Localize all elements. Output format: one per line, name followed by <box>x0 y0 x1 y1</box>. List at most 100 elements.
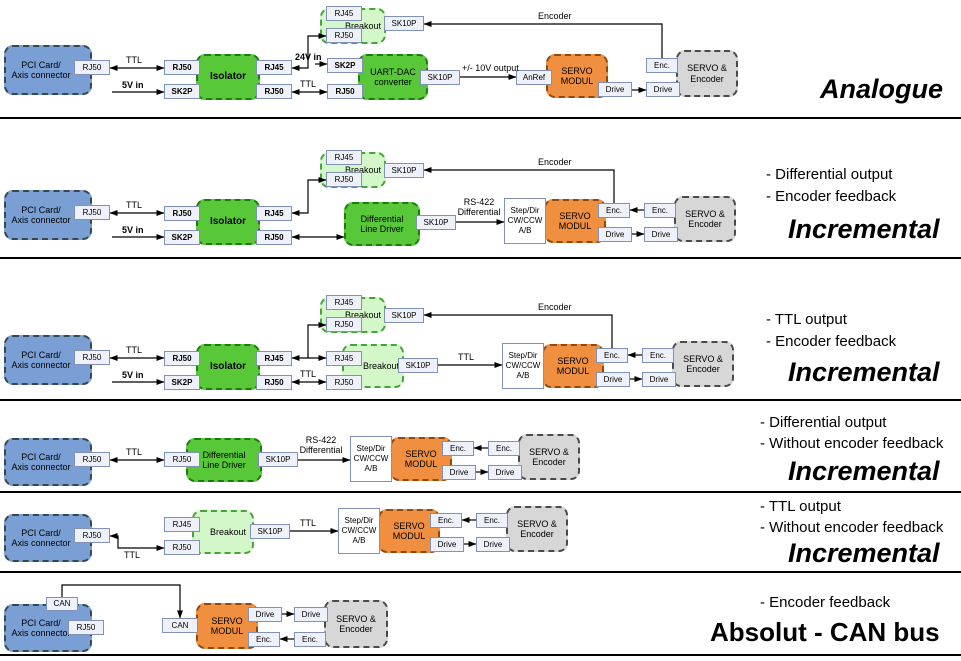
r2-ld-sk10p: SK10P <box>416 215 456 230</box>
r3-iso-rj50-right: RJ50 <box>256 375 292 390</box>
r1-uart-rj50: RJ50 <box>327 84 363 99</box>
r1-servo-encoder: SERVO & Encoder <box>676 50 738 97</box>
r3-rj50-ttl-label: TTL <box>300 369 317 379</box>
r5-se-drive: Drive <box>476 537 510 552</box>
r3-bo1-sk10p: SK10P <box>384 308 424 323</box>
r4-pci-rj50: RJ50 <box>74 452 110 467</box>
r2-breakout-rj50: RJ50 <box>326 172 362 187</box>
r2-iso-sk2p-left: SK2P <box>164 230 200 245</box>
r1-breakout-sk10p: SK10P <box>384 16 424 31</box>
r5-feature-2: - Without encoder feedback <box>760 519 944 536</box>
r2-servo-drive: Drive <box>598 227 632 242</box>
r6-pci-rj50: RJ50 <box>68 620 104 635</box>
r5-breakout: Breakout <box>192 510 254 554</box>
r1-se-enc: Enc. <box>646 58 678 73</box>
r1-ttl-label: TTL <box>126 55 143 65</box>
r3-bo1-rj50: RJ50 <box>326 317 362 332</box>
r4-servo-enc: Enc. <box>442 441 474 456</box>
r4-servo-modul: SERVO MODUL <box>390 437 452 481</box>
r3-se-enc: Enc. <box>642 348 674 363</box>
r2-pci-rj50: RJ50 <box>74 205 110 220</box>
r6-servo-enc: Enc. <box>248 632 280 647</box>
r5-ttl-arrow-label: TTL <box>300 518 317 528</box>
r5-servo-encoder: SERVO & Encoder <box>506 506 568 552</box>
r4-se-drive: Drive <box>488 465 522 480</box>
r5-feature-1: - TTL output <box>760 498 841 515</box>
r2-isolator: Isolator <box>196 199 260 245</box>
r1-encoder-feedback <box>423 21 663 58</box>
r1-pci-rj50: RJ50 <box>74 60 110 75</box>
r2-breakout-rj45: RJ45 <box>326 150 362 165</box>
section-title-incremental-3: Incremental <box>788 456 940 486</box>
r4-feature-2: - Without encoder feedback <box>760 435 944 452</box>
r3-servo-drive: Drive <box>596 372 630 387</box>
r1-breakout-rj50: RJ50 <box>326 28 362 43</box>
section-divider-6 <box>0 654 961 656</box>
r3-iso-rj45-right: RJ45 <box>256 351 292 366</box>
r3-bo2-rj45: RJ45 <box>326 351 362 366</box>
r1-iso-rj50-left: RJ50 <box>164 60 200 75</box>
r2-feature-2: - Encoder feedback <box>766 188 897 205</box>
r1-5v-in-label: 5V in <box>122 80 144 90</box>
r3-bo2-sk10p: SK10P <box>398 358 438 373</box>
r5-stepdir: Step/Dir CW/CCW A/B <box>338 508 380 554</box>
r3-feature-2: - Encoder feedback <box>766 333 897 350</box>
section-title-absolut-can-bus: Absolut - CAN bus <box>710 617 940 647</box>
r4-se-enc: Enc. <box>488 441 520 456</box>
r3-se-drive: Drive <box>642 372 676 387</box>
r3-feature-1: - TTL output <box>766 311 847 328</box>
r4-ld-sk10p: SK10P <box>258 452 298 467</box>
r1-isolator: Isolator <box>196 54 260 100</box>
r4-line-driver: Differential Line Driver <box>186 438 262 482</box>
r3-pci-card: PCI Card/ Axis connector <box>4 335 92 385</box>
r5-ttl-link <box>109 533 165 551</box>
r1-servo-drive: Drive <box>598 82 632 97</box>
r1-uart-sk10p: SK10P <box>420 70 460 85</box>
r3-servo-modul: SERVO MODUL <box>542 344 604 388</box>
r1-uart-dac-converter: UART-DAC converter <box>358 54 428 100</box>
r3-ttl-arrow-label: TTL <box>458 352 475 362</box>
r6-se-enc: Enc. <box>294 632 326 647</box>
r1-24v-in-label: 24V in <box>295 52 322 62</box>
r2-5v-in-label: 5V in <box>122 225 144 235</box>
r2-iso-rj50-right: RJ50 <box>256 230 292 245</box>
r3-isolator: Isolator <box>196 344 260 390</box>
r1-uart-ttl-label: TTL <box>300 79 317 89</box>
r6-can: CAN <box>162 618 198 633</box>
r3-servo-enc: Enc. <box>596 348 628 363</box>
r3-iso-rj50-left: RJ50 <box>164 351 200 366</box>
r3-ttl-label: TTL <box>126 345 143 355</box>
r3-5v-in-label: 5V in <box>122 370 144 380</box>
r1-uart-sk2p: SK2P <box>327 58 363 73</box>
r1-iso-rj50-right: RJ50 <box>256 84 292 99</box>
r4-feature-1: - Differential output <box>760 414 887 431</box>
section-title-incremental-4: Incremental <box>788 538 940 568</box>
r2-se-enc: Enc. <box>644 203 676 218</box>
section-title-incremental-1: Incremental <box>788 214 940 244</box>
r6-pci-can: CAN <box>46 597 78 611</box>
r4-ttl-label: TTL <box>126 447 143 457</box>
r1-se-drive: Drive <box>646 82 680 97</box>
r3-servo-encoder: SERVO & Encoder <box>672 341 734 387</box>
r2-servo-modul: SERVO MODUL <box>544 199 606 243</box>
section-divider-5 <box>0 571 961 573</box>
r2-iso-rj45-right: RJ45 <box>256 206 292 221</box>
r5-pci-rj50: RJ50 <box>74 528 110 543</box>
section-divider-4 <box>0 491 961 493</box>
r5-servo-enc: Enc. <box>430 513 462 528</box>
r4-servo-drive: Drive <box>442 465 476 480</box>
r2-encoder-label: Encoder <box>538 157 572 167</box>
r1-anref: AnRef <box>516 70 552 85</box>
r4-stepdir: Step/Dir CW/CCW A/B <box>350 436 392 482</box>
section-divider-3 <box>0 399 961 401</box>
r5-bo-rj50: RJ50 <box>164 540 200 555</box>
r5-bo-rj45: RJ45 <box>164 517 200 532</box>
r3-encoder-label: Encoder <box>538 302 572 312</box>
section-divider-1 <box>0 117 961 119</box>
r2-feature-1: - Differential output <box>766 166 893 183</box>
r5-servo-drive: Drive <box>430 537 464 552</box>
r1-10v-output-label: +/- 10V output <box>462 63 519 73</box>
r2-se-drive: Drive <box>644 227 678 242</box>
r6-se-drive: Drive <box>294 607 328 622</box>
r5-servo-modul: SERVO MODUL <box>378 509 440 553</box>
